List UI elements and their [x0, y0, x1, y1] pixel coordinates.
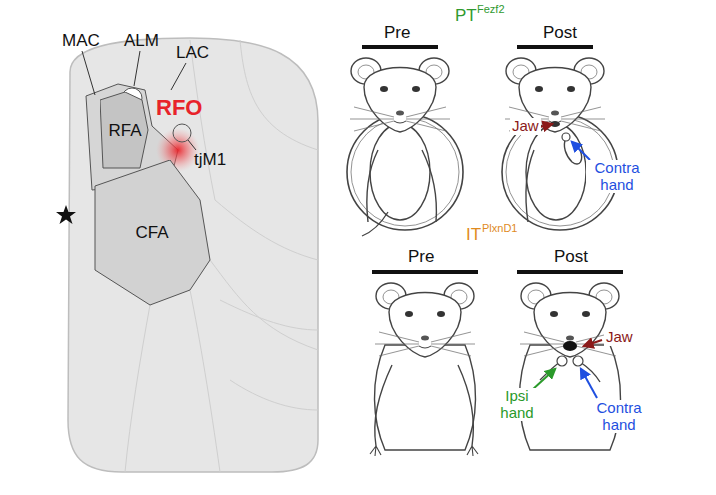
area-label: LAC — [176, 44, 209, 63]
condition-label: Post — [543, 24, 577, 43]
cell-type-superscript: PlxnD1 — [482, 222, 517, 234]
condition-label: Pre — [408, 248, 434, 267]
hand-arrow — [532, 369, 555, 390]
area-label: tjM1 — [194, 151, 226, 170]
mouse-pt-pre — [347, 45, 463, 236]
area-label: RFO — [156, 96, 202, 120]
rfa-region: RFA — [100, 92, 150, 170]
area-label: MAC — [62, 32, 100, 51]
cfa-region: CFA — [92, 160, 212, 306]
hand-arrow — [572, 142, 590, 160]
jaw-arrow — [540, 124, 552, 127]
arrow-label: Jaw — [510, 118, 541, 135]
region-label: RFA — [108, 121, 141, 141]
arrow-label: Jaw — [604, 329, 635, 346]
star-symbol — [56, 205, 76, 224]
brain-outline — [68, 38, 318, 472]
cell-type-label: PT — [455, 7, 477, 26]
area-label: ALM — [124, 32, 159, 51]
jaw-arrow — [584, 340, 602, 346]
arrow-label: Ipsi hand — [494, 388, 540, 421]
condition-label: Pre — [384, 24, 410, 43]
hand-arrow — [581, 369, 597, 398]
cell-type-label: IT — [466, 226, 481, 245]
cell-type-superscript: Fezf2 — [477, 3, 505, 15]
arrow-label: Contra hand — [588, 400, 650, 433]
mouse-pt-post — [502, 45, 618, 230]
tjm1-circle — [173, 124, 191, 142]
region-shape — [100, 92, 148, 168]
mouse-it-pre — [370, 270, 478, 456]
arrow-label: Contra hand — [586, 160, 648, 193]
region-shape — [95, 160, 210, 305]
region-label: CFA — [135, 223, 168, 243]
condition-label: Post — [554, 248, 588, 267]
